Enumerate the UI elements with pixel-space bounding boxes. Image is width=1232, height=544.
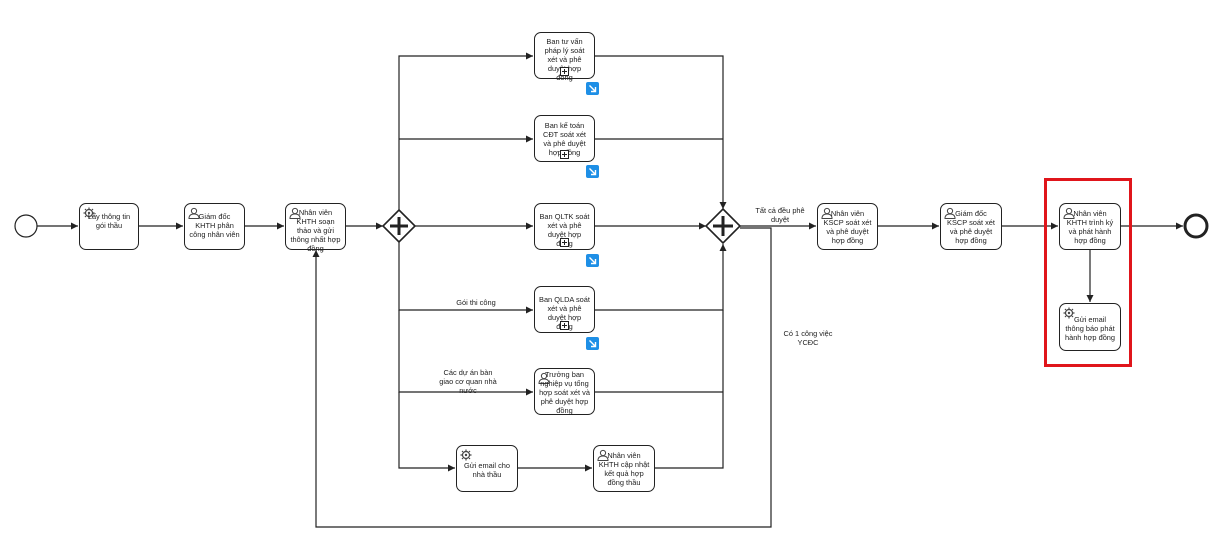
task-truong-ban-nghiep-vu[interactable]: Trưởng ban nghiệp vụ tổng hợp soát xét v…: [534, 368, 595, 415]
task-label: Ban tư vấn pháp lý soát xét và phê duyệt…: [544, 37, 585, 82]
task-ban-ke-toan-cdt[interactable]: Ban kế toán CĐT soát xét và phê duyệt hợ…: [534, 115, 595, 162]
user-icon: [538, 372, 550, 384]
task-label: Ban kế toán CĐT soát xét và phê duyệt hợ…: [543, 121, 586, 157]
gear-icon: [1063, 307, 1075, 319]
expand-arrow-icon[interactable]: [586, 165, 599, 178]
task-nhan-vien-khth-soan-thao[interactable]: Nhân viên KHTH soạn thảo và gửi thông nh…: [285, 203, 346, 253]
subprocess-marker-icon: [560, 67, 569, 76]
subprocess-marker-icon: [560, 150, 569, 159]
flow-t4-to-gw2: [594, 55, 727, 209]
task-label: Nhân viên KHTH soạn thảo và gửi thông nh…: [290, 208, 341, 253]
gear-icon: [83, 207, 95, 219]
task-label: Giám đốc KHTH phân công nhân viên: [189, 212, 240, 239]
task-nhan-vien-khth-cap-nhat[interactable]: Nhân viên KHTH cập nhật kết quả hợp đồng…: [593, 445, 655, 492]
task-giam-doc-kscp[interactable]: Giám đốc KSCP soát xét và phê duyệt hợp …: [940, 203, 1002, 250]
gear-icon: [460, 449, 472, 461]
flow-gw1-to-t9: [398, 392, 455, 472]
task-giam-doc-khth[interactable]: Giám đốc KHTH phân công nhân viên: [184, 203, 245, 250]
edge-label-cac-du-an: Các dự án bàn giao cơ quan nhà nước: [439, 368, 497, 395]
flow-t7-to-gw2: [594, 244, 727, 311]
task-nhan-vien-khth-trinh-ky[interactable]: Nhân viên KHTH trình ký và phát hành hợp…: [1059, 203, 1121, 250]
start-event: [14, 214, 38, 238]
expand-arrow-icon[interactable]: [586, 254, 599, 267]
task-ban-tu-van-phap-ly[interactable]: Ban tư vấn pháp lý soát xét và phê duyệt…: [534, 32, 595, 82]
parallel-gateway-split: [381, 208, 417, 244]
task-label: Nhân viên KHTH trình ký và phát hành hợp…: [1066, 209, 1114, 245]
highlight-box: [1044, 178, 1132, 367]
task-label: Gửi email thông báo phát hành hợp đồng: [1064, 315, 1116, 342]
task-nhan-vien-kscp[interactable]: Nhân viên KSCP soát xét và phê duyệt hợp…: [817, 203, 878, 250]
user-icon: [821, 207, 833, 219]
flow-gw1-to-t4: [398, 52, 533, 210]
task-ban-qltk[interactable]: Ban QLTK soát xét và phê duyệt hợp đồng: [534, 203, 595, 250]
parallel-gateway-join: [704, 207, 742, 245]
expand-arrow-icon[interactable]: [586, 337, 599, 350]
task-gui-email-nha-thau[interactable]: Gửi email cho nhà thầu: [456, 445, 518, 492]
edge-label-all-approved: Tất cả đều phê duyệt: [755, 206, 805, 224]
task-ban-qlda[interactable]: Ban QLDA soát xét và phê duyệt hợp đồng: [534, 286, 595, 333]
task-label: Nhân viên KSCP soát xét và phê duyệt hợp…: [823, 209, 872, 245]
flow-gw2-loop-back: [312, 227, 772, 528]
flow-t10-to-gw2: [655, 310, 724, 469]
task-label: Lấy thông tin gói thầu: [87, 212, 131, 230]
task-label: Nhân viên KHTH cập nhật kết quả hợp đồng…: [598, 451, 650, 487]
user-icon: [944, 207, 956, 219]
task-label: Gửi email cho nhà thầu: [463, 461, 511, 479]
user-icon: [188, 207, 200, 219]
subprocess-marker-icon: [560, 238, 569, 247]
task-label: Trưởng ban nghiệp vụ tổng hợp soát xét v…: [539, 370, 590, 415]
edge-label-goi-thi-cong: Gói thi công: [456, 298, 496, 307]
end-event: [1183, 213, 1209, 239]
edge-label-co-1-cong-viec: Có 1 công việc YCĐC: [783, 329, 833, 347]
expand-arrow-icon[interactable]: [586, 82, 599, 95]
task-gui-email-phat-hanh[interactable]: Gửi email thông báo phát hành hợp đồng: [1059, 303, 1121, 351]
task-lay-thong-tin[interactable]: Lấy thông tin gói thầu: [79, 203, 139, 250]
user-icon: [1063, 207, 1075, 219]
subprocess-marker-icon: [560, 321, 569, 330]
user-icon: [597, 449, 609, 461]
user-icon: [289, 207, 301, 219]
task-label: Giám đốc KSCP soát xét và phê duyệt hợp …: [947, 209, 995, 245]
